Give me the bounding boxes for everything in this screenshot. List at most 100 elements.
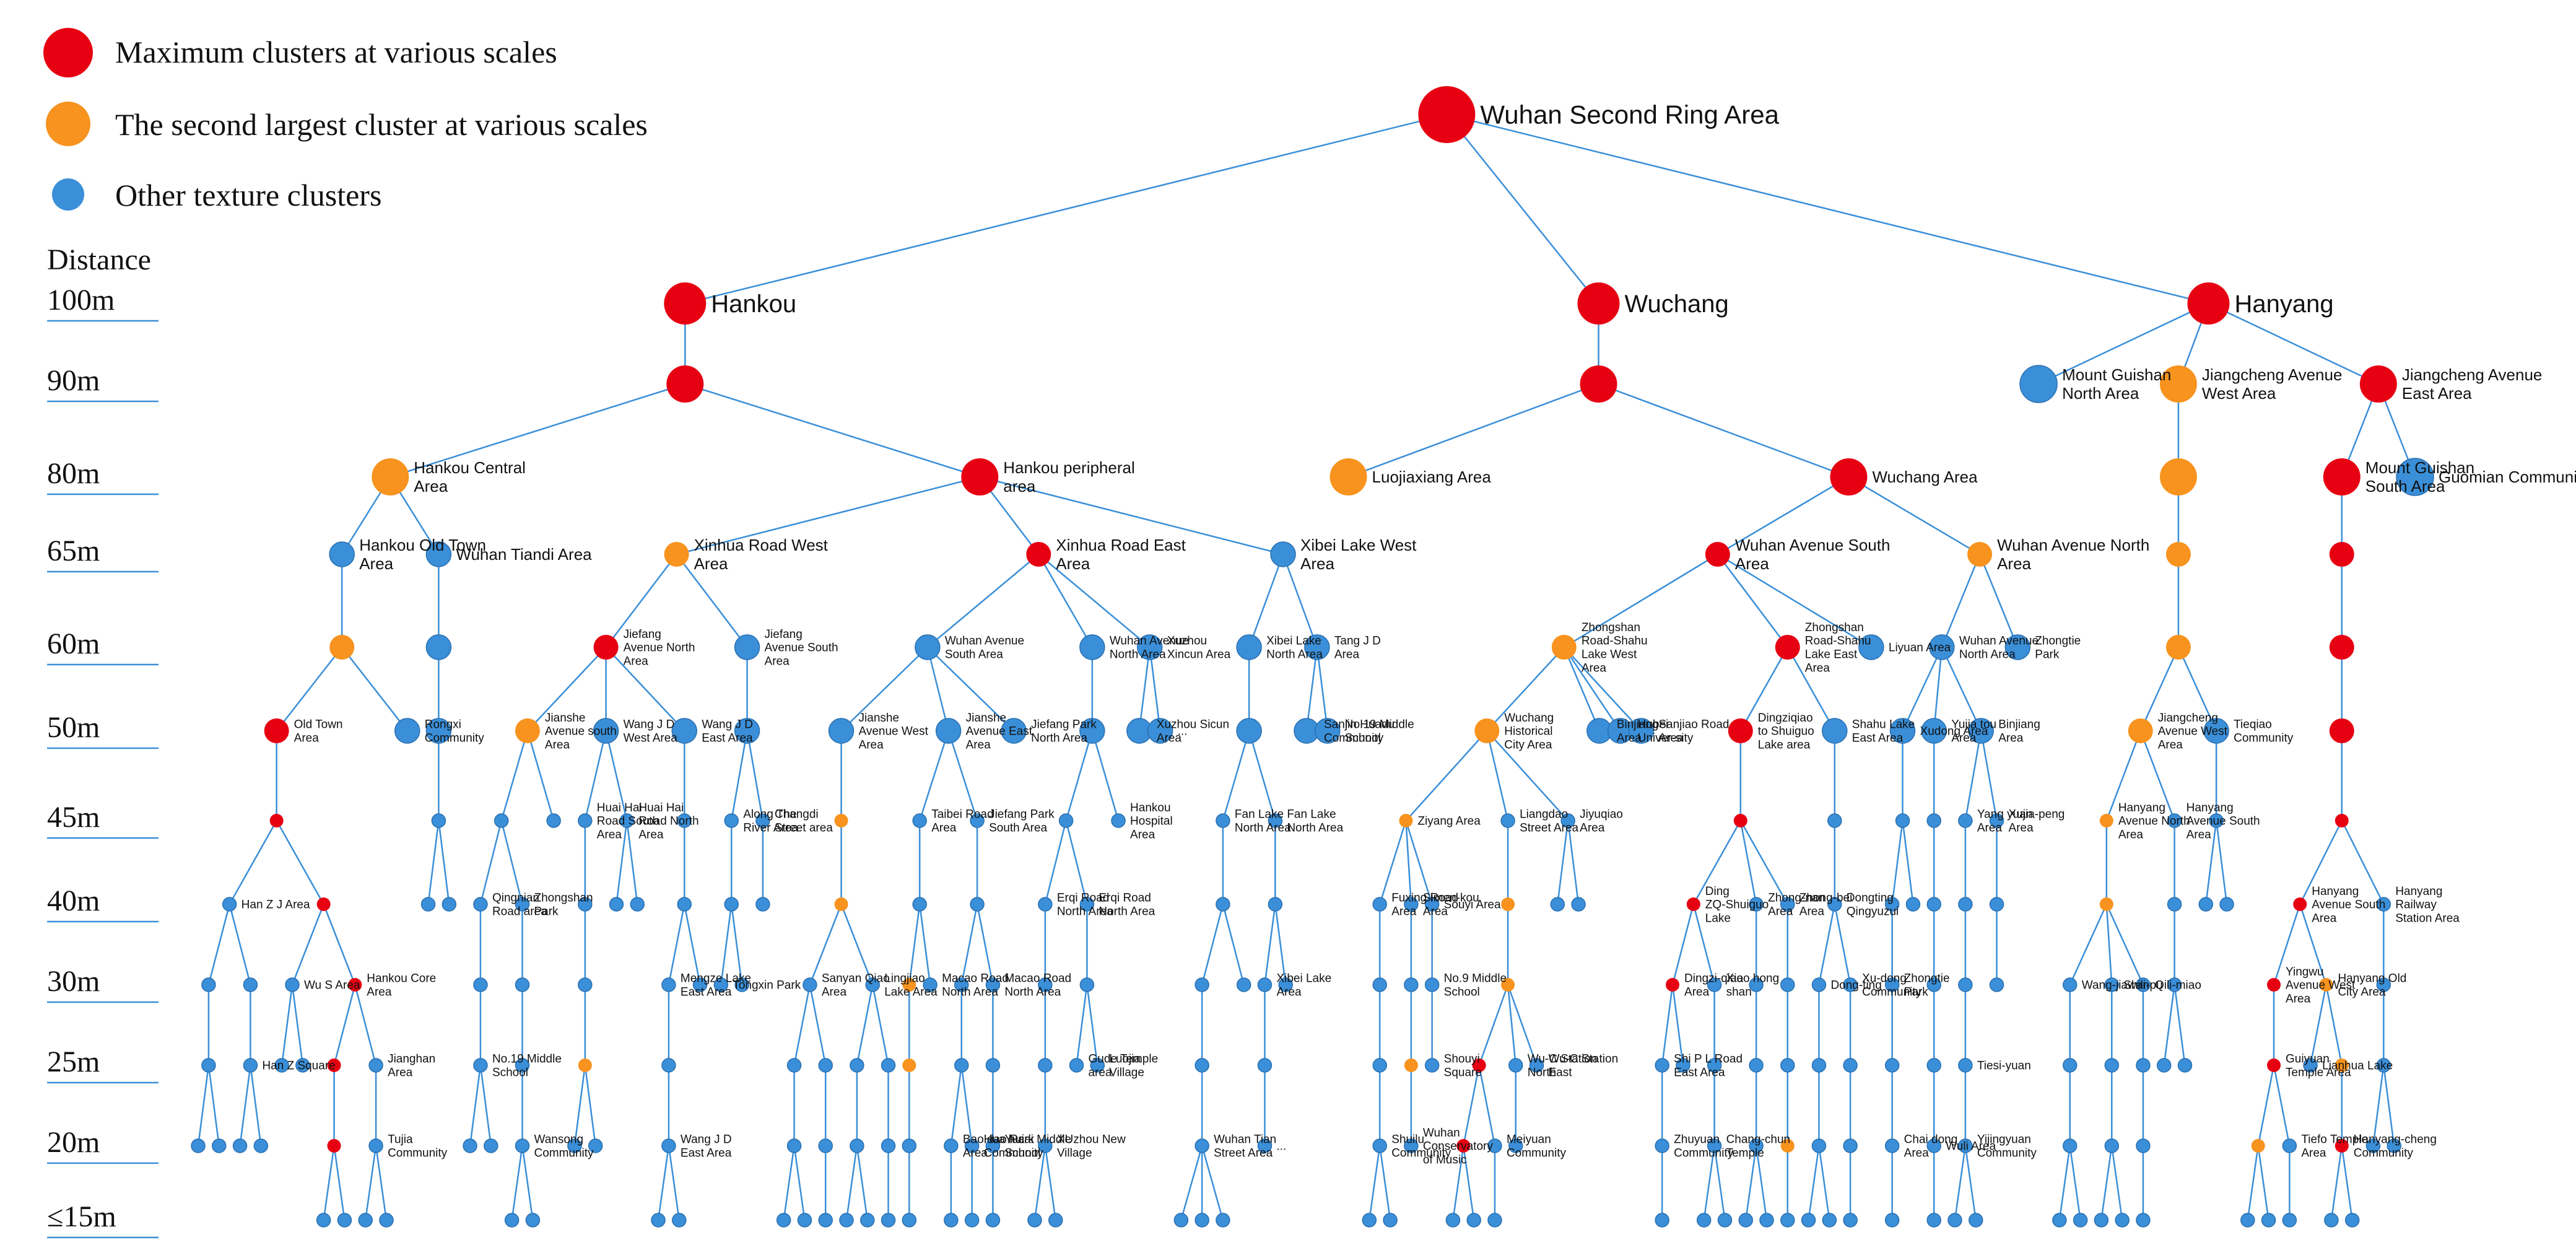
cluster-node-other [1921, 718, 1947, 744]
cluster-node-other [1780, 897, 1795, 912]
cluster-label: Han Z Square [262, 1060, 335, 1073]
cluster-node-other [1268, 813, 1283, 828]
distance-level-label: 45m [47, 801, 100, 834]
tree-edge [1739, 820, 1757, 905]
cluster-node-second [2099, 814, 2113, 827]
cluster-node-other [578, 977, 593, 992]
cluster-node-other [1676, 1058, 1690, 1073]
cluster-node-other [2167, 813, 2182, 828]
tree-edge [364, 1145, 377, 1221]
cluster-node-other [964, 1213, 980, 1228]
cluster-node-second [834, 897, 848, 911]
tree-edge [730, 904, 743, 985]
cluster-node-other [2136, 1213, 2151, 1228]
cluster-node-other [379, 1213, 394, 1228]
cluster-node-other [431, 813, 446, 828]
tree-edge [2163, 984, 2175, 1066]
cluster-node-other [1827, 813, 1842, 828]
tree-edge [1044, 1145, 1056, 1221]
tree-edge [2341, 1145, 2353, 1221]
cluster-node-other [243, 977, 258, 992]
tree-edge [1891, 820, 1904, 905]
tree-edge [1038, 554, 1151, 648]
cluster-node-other [337, 1213, 352, 1228]
cluster-node-other [1194, 1058, 1209, 1073]
tree-edge [341, 647, 408, 731]
cluster-node-second [578, 1058, 592, 1072]
cluster-node-other [368, 1138, 383, 1153]
tree-edge [1201, 904, 1224, 985]
cluster-node-other [1884, 1138, 1900, 1153]
tree-edge [657, 1145, 670, 1221]
cluster-node-second [1501, 897, 1515, 911]
cluster-node-max [1775, 635, 1800, 660]
tree-edge [276, 820, 324, 905]
cluster-node-other [2282, 1138, 2297, 1153]
cluster-node-other [1926, 1138, 1941, 1153]
legend-swatch-max [43, 28, 93, 77]
tree-edge [1201, 1145, 1224, 1221]
tree-edge [2309, 984, 2327, 1066]
tree-edge [783, 1145, 795, 1221]
cluster-node-max [327, 1058, 341, 1072]
cluster-label: Wuhan Tiandi Area [456, 545, 592, 564]
cluster-node-max [2334, 814, 2349, 827]
cluster-node-other [1372, 897, 1387, 912]
cluster-node-other [1270, 541, 1296, 567]
tree-edge [1076, 984, 1088, 1066]
cluster-node-other [713, 977, 729, 992]
cluster-node-other [1926, 1058, 1941, 1073]
cluster-node-second [1780, 1139, 1795, 1153]
tree-edge [856, 1145, 868, 1221]
cluster-node-other [1884, 1058, 1900, 1073]
cluster-node-other [1822, 718, 1848, 744]
tree-edge [375, 1145, 388, 1221]
distance-axis-title: Distance [47, 243, 151, 276]
tree-edge [323, 1145, 335, 1221]
cluster-label: Han Z J Area [242, 899, 310, 912]
cluster-node-max [593, 635, 619, 660]
cluster-node-other [1362, 1213, 1377, 1228]
tree-edge [668, 1145, 681, 1221]
tree-edge [573, 1065, 586, 1146]
tree-edge [438, 820, 450, 905]
tree-edge [1941, 554, 1981, 648]
cluster-node-other [1749, 977, 1764, 992]
cluster-node-other [1529, 1058, 1544, 1073]
cluster-node-other [1372, 1138, 1387, 1153]
cluster-node-second [2128, 718, 2153, 743]
tree-edge [845, 1145, 858, 1221]
cluster-node-other [1926, 813, 1941, 828]
cluster-node-other [671, 718, 697, 744]
cluster-node-other [850, 1138, 864, 1153]
tree-edge [1902, 647, 1943, 731]
cluster-node-other [935, 718, 962, 744]
cluster-node-other [1383, 1213, 1398, 1228]
tree-edge [584, 1065, 596, 1146]
tree-edge [1378, 1145, 1391, 1221]
cluster-node-other [1424, 897, 1440, 912]
tree-edge [1671, 984, 1684, 1066]
tree-edge [1980, 730, 1998, 821]
cluster-label: Wuli Area [1946, 1140, 1996, 1153]
cluster-node-other [902, 1213, 917, 1228]
